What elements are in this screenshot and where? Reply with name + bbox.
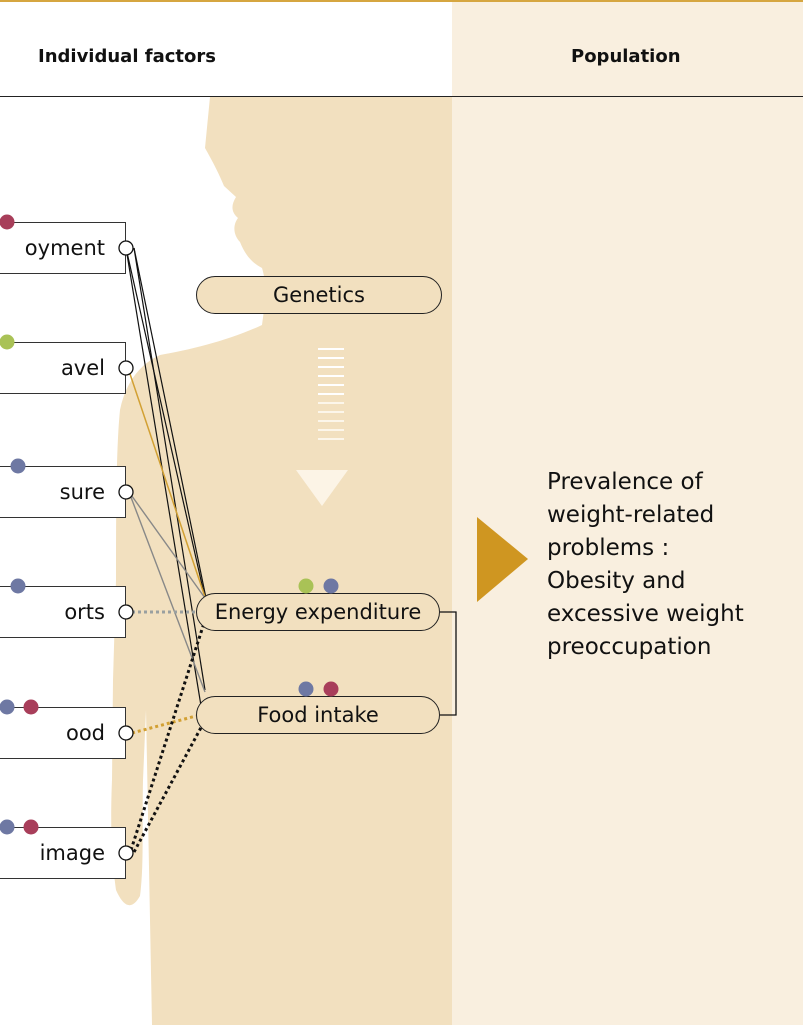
- factor-label: sure: [60, 480, 105, 504]
- factor-label: image: [40, 841, 105, 865]
- factor-image-box: image: [0, 827, 126, 879]
- population-header: Population: [571, 46, 681, 67]
- individual-factors-header: Individual factors: [38, 46, 216, 67]
- factor-label: oyment: [25, 236, 105, 260]
- outcome-line: weight-related: [547, 499, 797, 532]
- food-intake-node: Food intake: [196, 696, 440, 734]
- outcome-text: Prevalence of weight-related problems : …: [547, 466, 797, 664]
- genetics-label: Genetics: [273, 283, 365, 307]
- human-silhouette: [111, 97, 452, 1025]
- factor-label: avel: [61, 356, 105, 380]
- factor-sports-box: orts: [0, 586, 126, 638]
- header-rule: [0, 96, 803, 97]
- factor-employment-box: oyment: [0, 222, 126, 274]
- factor-food-box: ood: [0, 707, 126, 759]
- outcome-line: preoccupation: [547, 631, 797, 664]
- energy-expenditure-label: Energy expenditure: [215, 600, 422, 624]
- factor-label: orts: [64, 600, 105, 624]
- outcome-line: problems :: [547, 532, 797, 565]
- outcome-line: Prevalence of: [547, 466, 797, 499]
- population-arrow: [477, 517, 528, 602]
- factor-travel-box: avel: [0, 342, 126, 394]
- factor-label: ood: [66, 721, 105, 745]
- outcome-line: Obesity and: [547, 565, 797, 598]
- outcome-line: excessive weight: [547, 598, 797, 631]
- energy-expenditure-node: Energy expenditure: [196, 593, 440, 631]
- genetics-node: Genetics: [196, 276, 442, 314]
- factor-leisure-box: sure: [0, 466, 126, 518]
- food-intake-label: Food intake: [257, 703, 379, 727]
